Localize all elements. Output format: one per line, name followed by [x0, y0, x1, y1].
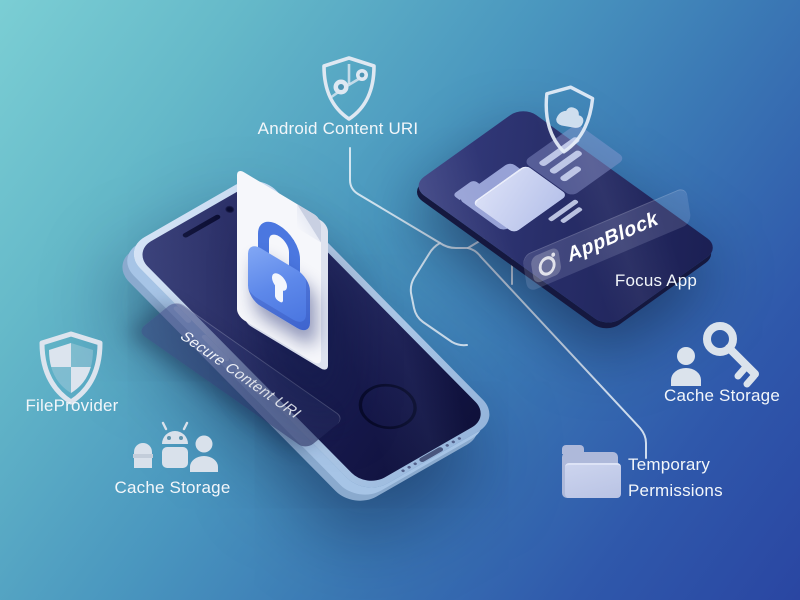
earpiece-speaker: [181, 214, 222, 239]
android-content-uri-label: Android Content URI: [257, 119, 419, 138]
front-camera-dot: [223, 204, 236, 215]
scan-shield-icon: [322, 56, 376, 121]
user-key-icon: [671, 322, 759, 388]
quadrant-shield-icon: [39, 331, 103, 405]
card-folder-icon: [458, 161, 556, 232]
appblock-logo-icon: [530, 246, 562, 285]
cache-storage-left-label: Cache Storage: [114, 478, 231, 497]
temp-permissions-folder-icon: [562, 445, 621, 498]
android-user-icon: [133, 421, 218, 472]
focus-app-label: Focus App: [614, 271, 698, 290]
temporary-permissions-label: Temporary Permissions: [628, 455, 723, 500]
home-ring: [346, 375, 429, 439]
approve-shield-icon: [544, 85, 595, 154]
fileprovider-label: FileProvider: [25, 396, 119, 415]
cache-storage-right-label: Cache Storage: [663, 386, 780, 405]
